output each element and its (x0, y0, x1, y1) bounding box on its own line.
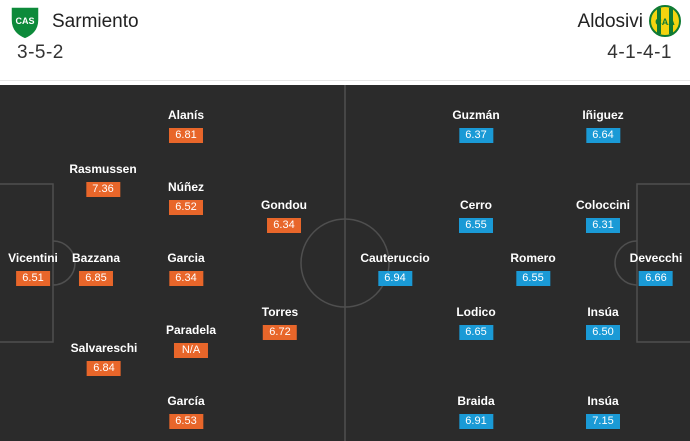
player-name: Gondou (261, 198, 307, 212)
player-garcia[interactable]: Garcia 6.34 (167, 251, 205, 286)
player-rating: 6.66 (638, 271, 673, 286)
aldosivi-crest-icon: CAA (649, 5, 681, 37)
sarmiento-crest-icon: CAS (10, 6, 40, 40)
player-name: Lodico (456, 305, 496, 319)
player-vicentini[interactable]: Vicentini 6.51 (8, 251, 58, 286)
player-name: Paradela (165, 323, 217, 337)
svg-text:CAA: CAA (655, 17, 675, 27)
player-cerro[interactable]: Cerro 6.55 (459, 198, 493, 233)
player-guzman[interactable]: Guzmán 6.37 (452, 108, 500, 143)
player-rating: 6.55 (516, 271, 550, 286)
pitch: Vicentini 6.51 Rasmussen 7.36 Bazzana 6.… (0, 85, 690, 441)
player-name: Insúa (587, 305, 619, 319)
player-name: Rasmussen (69, 162, 137, 176)
player-name: Bazzana (71, 251, 121, 265)
player-rating: 7.15 (586, 414, 620, 429)
player-rating: 6.37 (459, 128, 493, 143)
player-name: Guzmán (452, 108, 500, 122)
home-formation: 3-5-2 (17, 42, 64, 63)
player-name: Vicentini (8, 251, 58, 265)
player-name: Braida (457, 394, 495, 408)
player-rating: 6.55 (459, 218, 493, 233)
player-braida[interactable]: Braida 6.91 (457, 394, 495, 429)
player-name: Cerro (459, 198, 492, 212)
player-alanis[interactable]: Alanís 6.81 (168, 108, 204, 143)
player-rating: 6.65 (458, 325, 493, 340)
player-insua[interactable]: Insúa 6.50 (586, 305, 620, 340)
player-salvareschi[interactable]: Salvareschi 6.84 (70, 341, 138, 376)
player-rating: 6.34 (266, 218, 301, 233)
player-rating: 6.72 (263, 325, 297, 340)
player-bazzana[interactable]: Bazzana 6.85 (72, 251, 120, 286)
player-rating: 6.53 (168, 414, 203, 429)
player-rasmussen[interactable]: Rasmussen 7.36 (69, 162, 137, 197)
pitch-lines (0, 85, 690, 441)
player-rating: 6.81 (168, 128, 203, 143)
home-team-name[interactable]: Sarmiento (52, 11, 139, 32)
player-garcia-2[interactable]: García 6.53 (167, 394, 205, 429)
player-rating: 7.36 (86, 182, 120, 197)
player-devecchi[interactable]: Devecchi 6.66 (629, 251, 683, 286)
player-rating: 6.84 (87, 361, 121, 376)
player-rating: 6.31 (585, 218, 620, 233)
player-rating: 6.34 (168, 271, 203, 286)
player-name: Garcia (167, 251, 205, 265)
player-romero[interactable]: Romero 6.55 (510, 251, 556, 286)
player-coloccini[interactable]: Coloccini 6.31 (576, 198, 630, 233)
player-name: Cauteruccio (360, 251, 430, 265)
svg-text:CAS: CAS (15, 16, 34, 26)
player-rating: 6.85 (79, 271, 113, 286)
player-rating: 6.51 (15, 271, 50, 286)
player-gondou[interactable]: Gondou 6.34 (261, 198, 307, 233)
away-formation: 4-1-4-1 (607, 42, 672, 63)
player-lodico[interactable]: Lodico 6.65 (456, 305, 496, 340)
player-name: Núñez (168, 180, 204, 194)
player-name: Romero (510, 251, 556, 265)
player-iniguez[interactable]: Iñiguez 6.64 (582, 108, 624, 143)
player-rating: 6.64 (586, 128, 620, 143)
player-name: Insúa (587, 394, 619, 408)
player-name: García (167, 394, 205, 408)
player-rating: 6.91 (458, 414, 493, 429)
player-name: Coloccini (575, 198, 631, 212)
player-rating: 6.94 (377, 271, 412, 286)
player-name: Salvareschi (70, 341, 138, 355)
player-name: Devecchi (629, 251, 683, 265)
player-torres[interactable]: Torres 6.72 (262, 305, 298, 340)
player-insua-2[interactable]: Insúa 7.15 (586, 394, 620, 429)
player-rating: 6.50 (586, 325, 620, 340)
player-rating: N/A (173, 343, 208, 358)
player-cauteruccio[interactable]: Cauteruccio 6.94 (360, 251, 430, 286)
player-name: Torres (261, 305, 299, 319)
away-team-name[interactable]: Aldosivi (577, 11, 643, 32)
player-rating: 6.52 (169, 200, 203, 215)
player-paradela[interactable]: Paradela N/A (166, 323, 216, 358)
player-name: Iñiguez (582, 108, 624, 122)
player-name: Alanís (167, 108, 205, 122)
match-header: CAS Sarmiento 3-5-2 Aldosivi CAA 4-1-4-1 (0, 0, 690, 81)
player-nunez[interactable]: Núñez 6.52 (168, 180, 204, 215)
